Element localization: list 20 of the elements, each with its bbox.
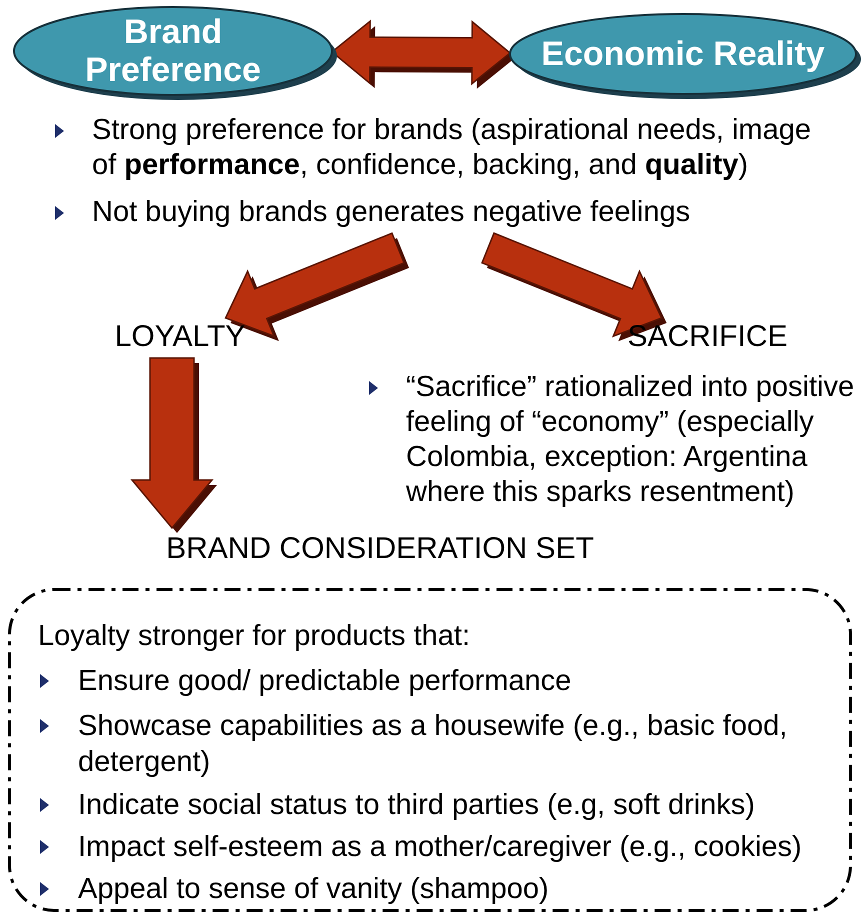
list-item: Impact self-esteem as a mother/caregiver (e.g., cookies) xyxy=(78,830,803,865)
bullet-text: Not buying brands generates negative feelings xyxy=(92,195,692,230)
list-item: Appeal to sense of vanity (shampoo) xyxy=(78,872,550,907)
block-arrow xyxy=(130,357,217,533)
node-label: Economic Reality xyxy=(540,35,826,73)
list-item: Indicate social status to third parties (e.g, soft drinks) xyxy=(78,788,756,823)
ellipse-node xyxy=(12,5,334,97)
list-item: Showcase capabilities as a housewife (e.g., basic food, detergent) xyxy=(78,709,788,780)
bullet-text: “Sacrifice” rationalized into positive feeling of “economy” (especially Colombia, exception: Argentina where this sparks resentment) xyxy=(406,370,856,510)
node-label: LOYALTY xyxy=(114,319,246,355)
bullet-text: Strong preference for brands (aspirational needs, image of performance, confidence, backing, and quality) xyxy=(92,113,812,183)
list-item: Ensure good/ predictable performance xyxy=(78,664,572,699)
block-arrow xyxy=(481,232,667,342)
ellipse-node xyxy=(508,12,858,96)
node-label: SACRIFICE xyxy=(626,319,789,355)
panel-heading: Loyalty stronger for products that: xyxy=(38,619,471,654)
block-arrow xyxy=(224,232,410,342)
node-label: Brand Preference xyxy=(84,13,262,89)
dashed-panel xyxy=(8,588,852,912)
node-label: BRAND CONSIDERATION SET xyxy=(165,531,595,567)
